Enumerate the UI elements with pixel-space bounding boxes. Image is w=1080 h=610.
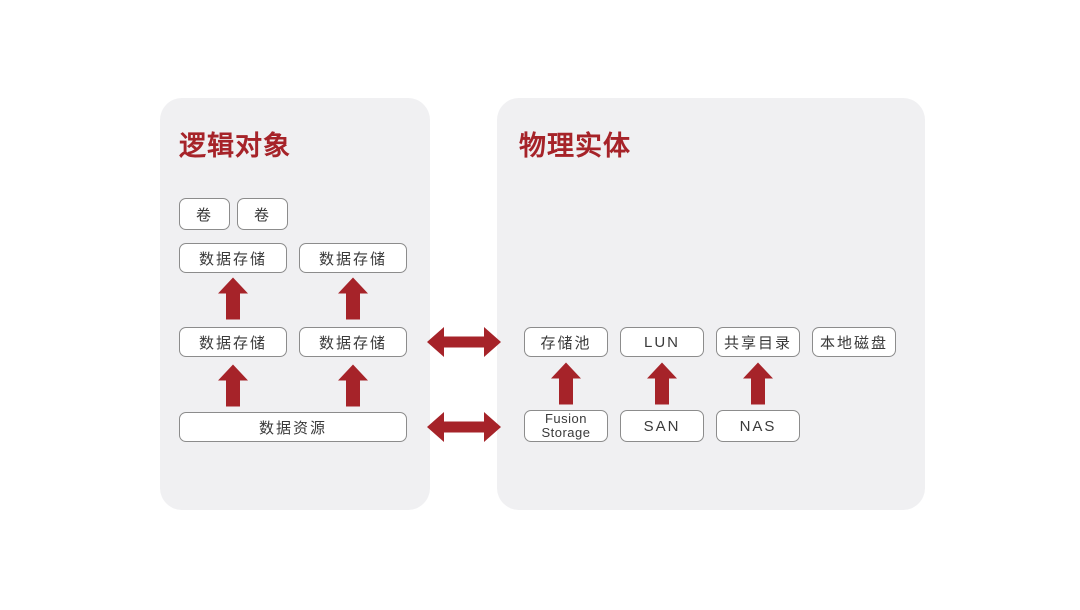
- shared-directory-box: 共享目录: [716, 327, 800, 357]
- up-arrow-icon: [338, 364, 368, 407]
- volume-box: 卷: [179, 198, 230, 230]
- datastore-box: 数据存储: [299, 243, 407, 273]
- up-arrow-icon: [743, 362, 773, 405]
- up-arrow-icon: [647, 362, 677, 405]
- local-disk-box: 本地磁盘: [812, 327, 896, 357]
- logical-objects-title: 逻辑对象: [179, 131, 291, 161]
- data-resource-box: 数据资源: [179, 412, 407, 442]
- up-arrow-icon: [218, 277, 248, 320]
- datastore-box: 数据存储: [299, 327, 407, 357]
- datastore-box: 数据存储: [179, 243, 287, 273]
- double-arrow-icon: [427, 327, 501, 357]
- datastore-box: 数据存储: [179, 327, 287, 357]
- storage-pool-box: 存储池: [524, 327, 608, 357]
- up-arrow-icon: [338, 277, 368, 320]
- double-arrow-icon: [427, 412, 501, 442]
- fusion-storage-box: Fusion Storage: [524, 410, 608, 442]
- up-arrow-icon: [551, 362, 581, 405]
- up-arrow-icon: [218, 364, 248, 407]
- physical-entities-title: 物理实体: [519, 131, 631, 161]
- san-box: SAN: [620, 410, 704, 442]
- volume-box: 卷: [237, 198, 288, 230]
- nas-box: NAS: [716, 410, 800, 442]
- lun-box: LUN: [620, 327, 704, 357]
